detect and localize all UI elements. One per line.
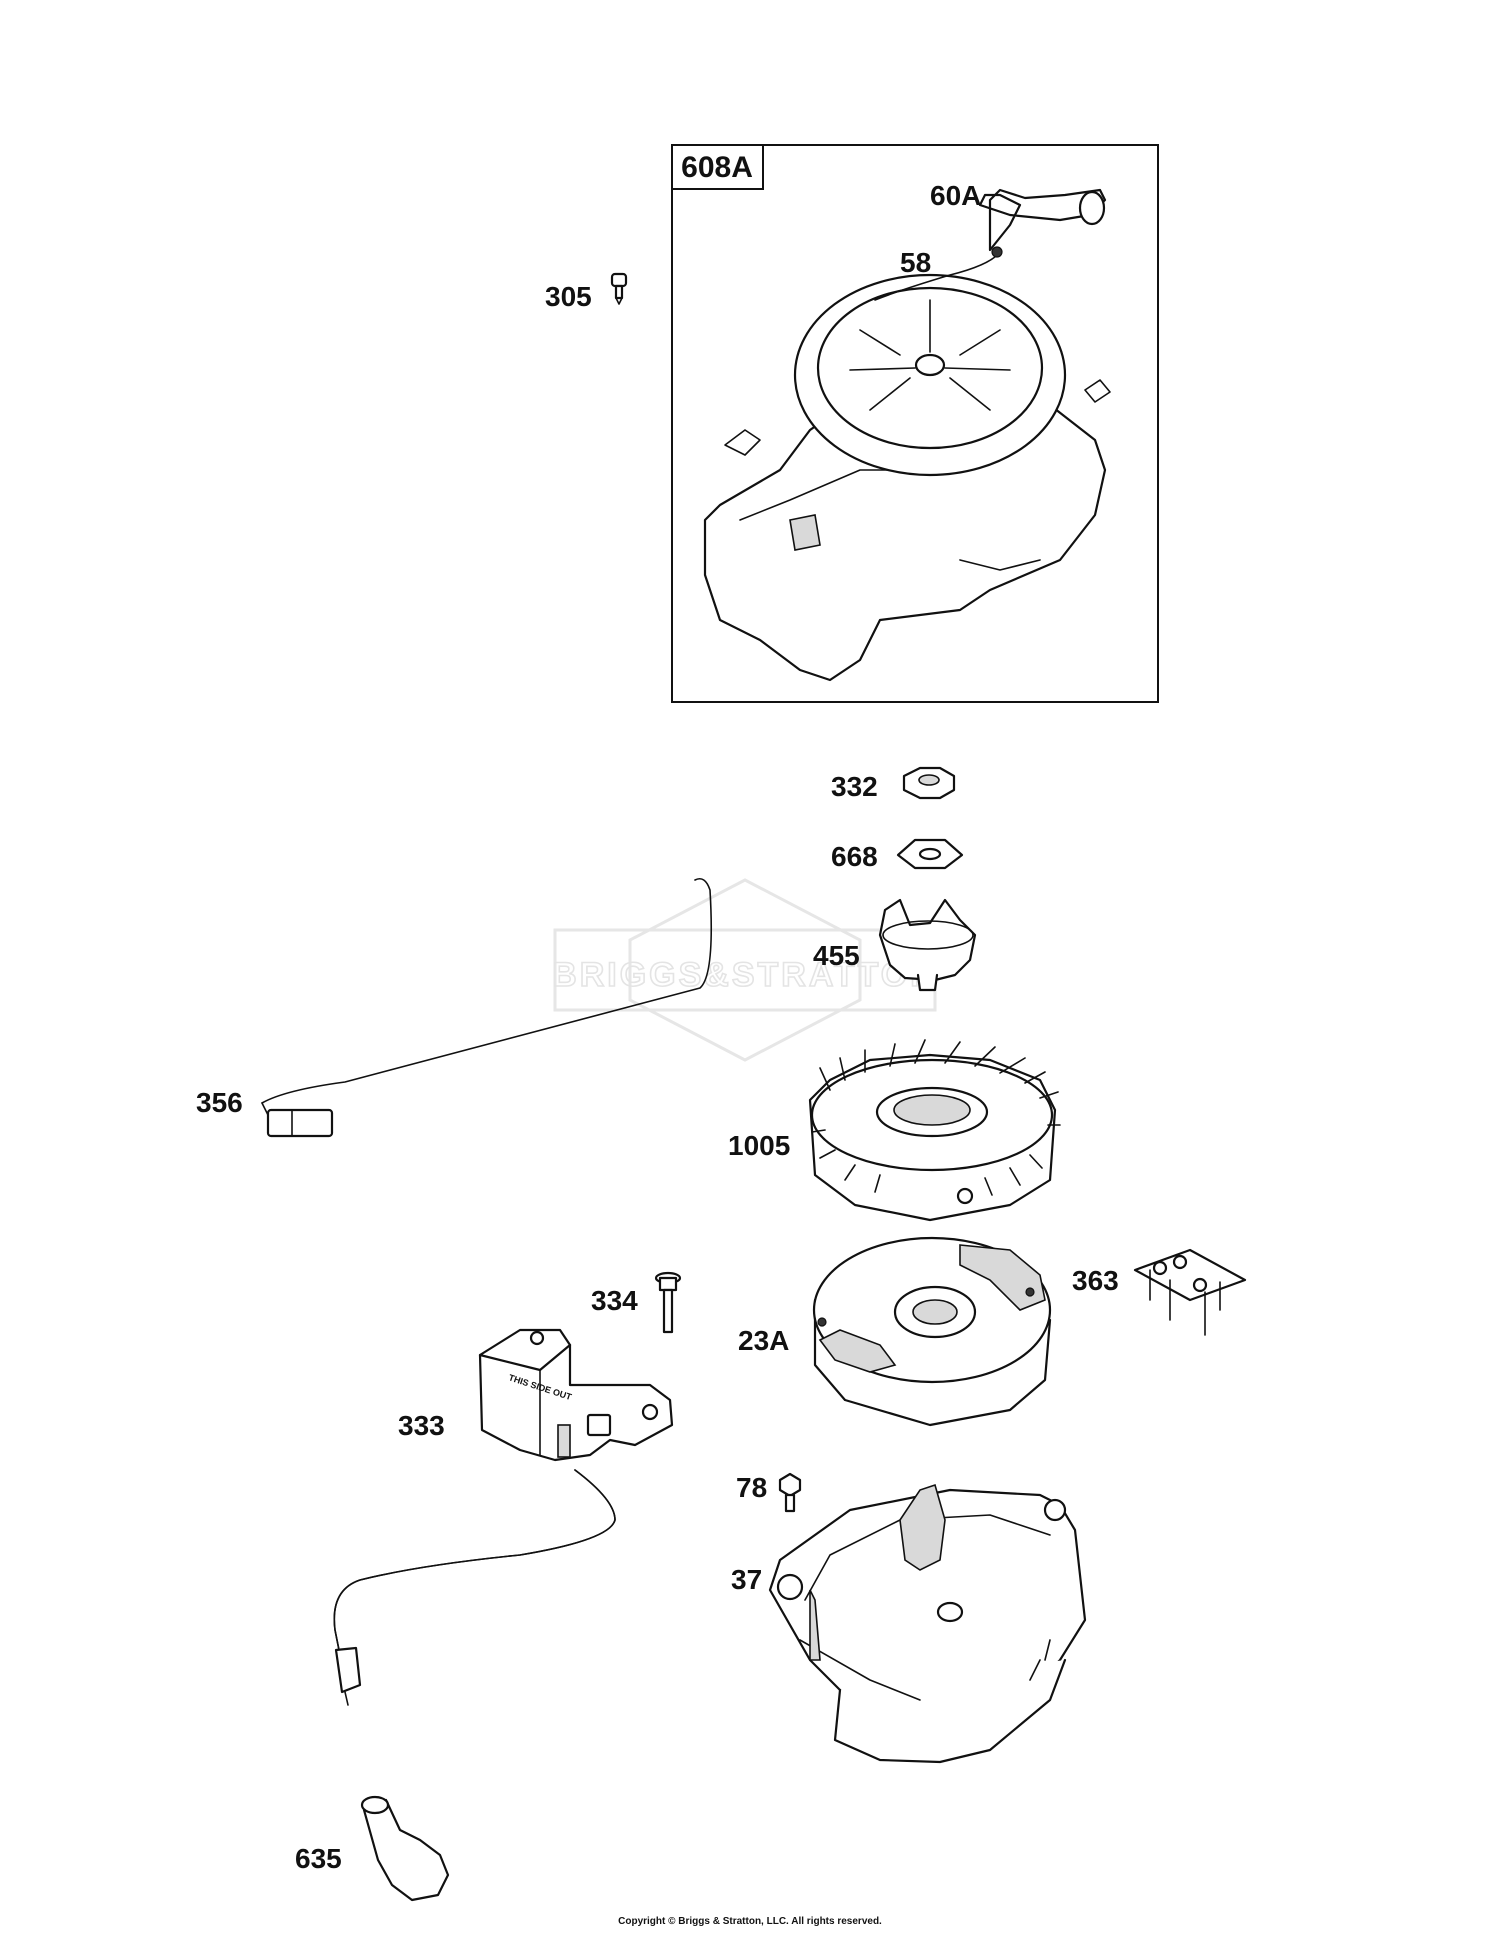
lead-terminal (334, 1646, 362, 1706)
callout-334: 334 (591, 1285, 638, 1316)
flywheel-1005 (808, 1039, 1061, 1222)
kit-box-608a: 608A (671, 144, 1159, 703)
callout-58: 58 (900, 247, 931, 278)
blower-housing-37 (768, 1483, 1087, 1764)
callout-305: 305 (545, 281, 592, 312)
washer-668 (896, 838, 964, 870)
flywheel-23a (812, 1236, 1052, 1427)
callout-635: 635 (295, 1843, 342, 1874)
starter-handle (978, 188, 1107, 258)
callout-78: 78 (736, 1472, 767, 1503)
callout-455: 455 (813, 940, 860, 971)
spark-plug-boot-635 (360, 1795, 450, 1902)
kit-box-label: 608A (681, 151, 753, 184)
bracket-363 (1133, 1248, 1247, 1336)
callout-37: 37 (731, 1564, 762, 1595)
starter-rope (874, 251, 1001, 301)
copyright-notice: Copyright © Briggs & Stratton, LLC. All … (618, 1916, 882, 1927)
callout-332: 332 (831, 771, 878, 802)
bolt-78 (778, 1472, 802, 1513)
watermark-text: BRIGGS&STRATTON (552, 956, 938, 994)
ignition-armature-333: THIS SIDE OUT (478, 1328, 674, 1462)
watermark: BRIGGS&STRATTON (551, 878, 938, 1062)
rewind-starter (703, 273, 1111, 682)
bolt-334 (654, 1271, 682, 1334)
ground-wire-356 (261, 877, 713, 1138)
bolt-305 (610, 272, 628, 305)
starter-cup-455 (878, 898, 977, 992)
callout-668: 668 (831, 841, 878, 872)
nut-332 (902, 766, 956, 800)
callout-labels: 60A 58 305 332 668 455 356 1005 363 334 … (196, 180, 1119, 1874)
spark-plug-lead (333, 1469, 616, 1681)
callout-23a: 23A (738, 1325, 789, 1356)
spark-plug-lead-inner (333, 1469, 616, 1681)
callout-356: 356 (196, 1087, 243, 1118)
callout-363: 363 (1072, 1265, 1119, 1296)
callout-60a: 60A (930, 180, 981, 211)
callout-333: 333 (398, 1410, 445, 1441)
callout-1005: 1005 (728, 1130, 790, 1161)
